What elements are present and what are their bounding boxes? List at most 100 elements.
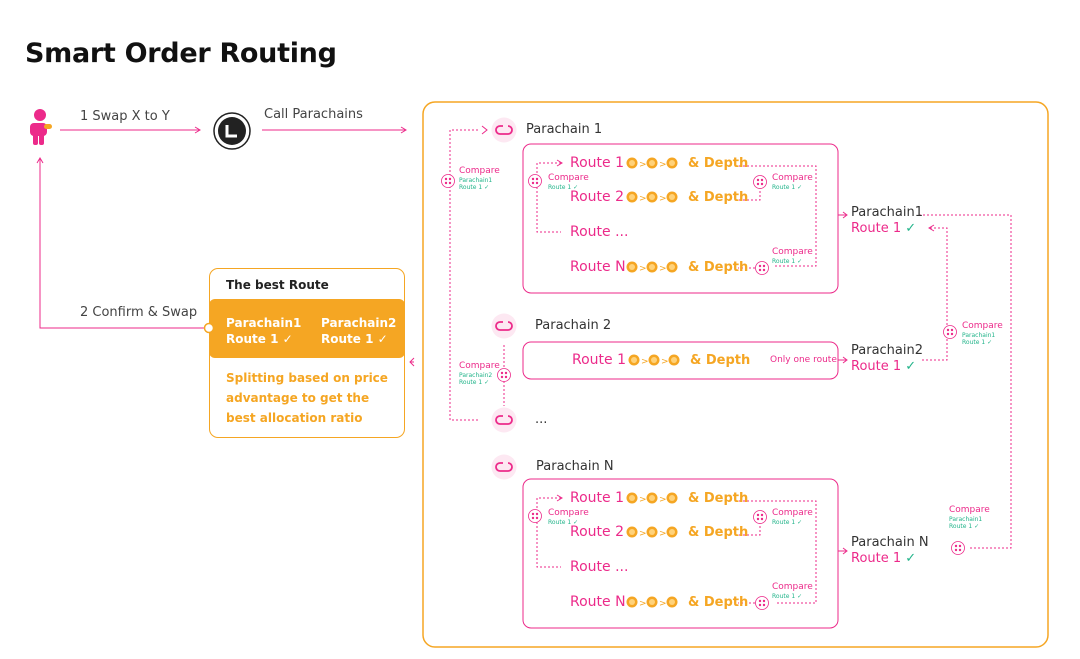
compare-sub: Route 1 ✓ bbox=[962, 339, 1003, 346]
best-cell-route: Route 1 bbox=[226, 332, 279, 346]
compare-icon bbox=[753, 175, 767, 189]
svg-text:>: > bbox=[661, 357, 669, 367]
result-route: Route 1 bbox=[851, 221, 902, 236]
route-label: Route 1 bbox=[570, 155, 624, 171]
parachain-n-label: Parachain N bbox=[536, 459, 614, 474]
check-icon: ✓ bbox=[905, 221, 917, 236]
check-icon: ✓ bbox=[797, 593, 803, 600]
compare-text: Compare bbox=[949, 505, 990, 515]
result-chain: Parachain N bbox=[851, 535, 929, 550]
check-icon: ✓ bbox=[377, 332, 388, 346]
best-route-band bbox=[209, 299, 405, 358]
only-one-route-label: Only one route bbox=[770, 355, 837, 365]
user-icon bbox=[30, 109, 52, 145]
route-label: Route 2 bbox=[570, 524, 624, 540]
result-route: Route 1 bbox=[851, 359, 902, 374]
compare-text: Compare bbox=[772, 582, 813, 592]
parachain-ellipsis-label: ... bbox=[535, 412, 548, 427]
check-icon: ✓ bbox=[484, 184, 490, 191]
compare-sub: Route 1 ✓ bbox=[949, 523, 990, 530]
compare-icon bbox=[528, 509, 542, 523]
compare-sub: Parachain1 bbox=[962, 332, 996, 339]
svg-text:>: > bbox=[659, 194, 667, 204]
parachain-icon bbox=[491, 117, 517, 143]
svg-text:>: > bbox=[641, 357, 649, 367]
svg-text:>: > bbox=[639, 495, 647, 505]
check-icon: ✓ bbox=[974, 523, 980, 530]
compare-sub-route: Route 1 bbox=[772, 519, 796, 526]
compare-text: Compare bbox=[548, 173, 589, 183]
result-chain: Parachain1 bbox=[851, 205, 924, 220]
compare-text: Compare bbox=[772, 508, 813, 518]
swap-step-label: 1 Swap X to Y bbox=[80, 109, 170, 124]
compare-parachain-label: Compare Parachain1 Route 1 ✓ bbox=[459, 166, 500, 191]
check-icon: ✓ bbox=[797, 519, 803, 526]
depth-label: & Depth bbox=[690, 353, 751, 368]
compare-sub: Route 1 ✓ bbox=[548, 184, 589, 191]
call-parachains-label: Call Parachains bbox=[264, 107, 363, 122]
token-path-icon: >> bbox=[626, 492, 678, 505]
parachain-icon bbox=[491, 454, 517, 480]
check-icon: ✓ bbox=[573, 519, 579, 526]
token-path-icon: >> bbox=[626, 191, 678, 204]
svg-text:>: > bbox=[659, 264, 667, 274]
parachain-icon bbox=[491, 313, 517, 339]
compare-icon bbox=[441, 174, 455, 188]
parachain-2-label: Parachain 2 bbox=[535, 318, 612, 333]
connector-dot bbox=[203, 322, 215, 334]
compare-sub: Route 1 ✓ bbox=[772, 258, 813, 265]
best-route-cell-2: Parachain2 Route 1 ✓ bbox=[321, 315, 396, 347]
check-icon: ✓ bbox=[797, 258, 803, 265]
depth-label: & Depth bbox=[688, 525, 749, 540]
compare-sub: Parachain2 bbox=[459, 372, 493, 379]
svg-text:>: > bbox=[639, 194, 647, 204]
svg-text:>: > bbox=[639, 264, 647, 274]
token-path-icon: >> bbox=[626, 157, 678, 170]
best-cell-chain: Parachain2 bbox=[321, 316, 397, 330]
compare-sub: Parachain1 bbox=[459, 177, 493, 184]
parachain-2-result: Parachain2 Route 1 ✓ bbox=[851, 343, 923, 375]
parachain-1-result: Parachain1 Route 1 ✓ bbox=[851, 205, 923, 237]
compare-text: Compare bbox=[548, 508, 589, 518]
route-label: Route N bbox=[570, 594, 626, 610]
compare-text: Compare bbox=[772, 173, 813, 183]
svg-text:>: > bbox=[639, 160, 647, 170]
compare-sub: Route 1 ✓ bbox=[459, 379, 500, 386]
compare-sub-route: Route 1 bbox=[962, 339, 986, 346]
compare-sub: Route 1 ✓ bbox=[772, 184, 813, 191]
check-icon: ✓ bbox=[282, 332, 293, 346]
compare-parachain-label: Compare Parachain2 Route 1 ✓ bbox=[459, 361, 500, 386]
check-icon: ✓ bbox=[987, 339, 993, 346]
route-label: Route ... bbox=[570, 224, 629, 240]
compare-icon bbox=[951, 541, 965, 555]
svg-text:>: > bbox=[659, 495, 667, 505]
result-chain: Parachain2 bbox=[851, 343, 924, 358]
compare-text: Compare bbox=[459, 166, 500, 176]
compare-sub: Route 1 ✓ bbox=[772, 519, 813, 526]
check-icon: ✓ bbox=[905, 551, 917, 566]
compare-sub: Route 1 ✓ bbox=[459, 184, 500, 191]
best-route-title: The best Route bbox=[226, 278, 329, 292]
route-label: Route ... bbox=[570, 559, 629, 575]
svg-text:>: > bbox=[639, 599, 647, 609]
check-icon: ✓ bbox=[573, 184, 579, 191]
parachain-2-route: Route 1 bbox=[572, 352, 626, 368]
route-label: Route N bbox=[570, 259, 626, 275]
compare-text: Compare bbox=[459, 361, 500, 371]
route-label: Route 1 bbox=[570, 490, 624, 506]
depth-label: & Depth bbox=[688, 260, 749, 275]
svg-text:>: > bbox=[659, 599, 667, 609]
depth-label: & Depth bbox=[688, 491, 749, 506]
best-route-cell-1: Parachain1 Route 1 ✓ bbox=[226, 315, 301, 347]
svg-text:>: > bbox=[639, 529, 647, 539]
compare-icon bbox=[755, 596, 769, 610]
compare-sub-route: Route 1 bbox=[772, 258, 796, 265]
compare-icon bbox=[753, 510, 767, 524]
compare-result-label: Compare Parachain1 Route 1 ✓ bbox=[962, 321, 1003, 346]
route-label: Route 2 bbox=[570, 189, 624, 205]
